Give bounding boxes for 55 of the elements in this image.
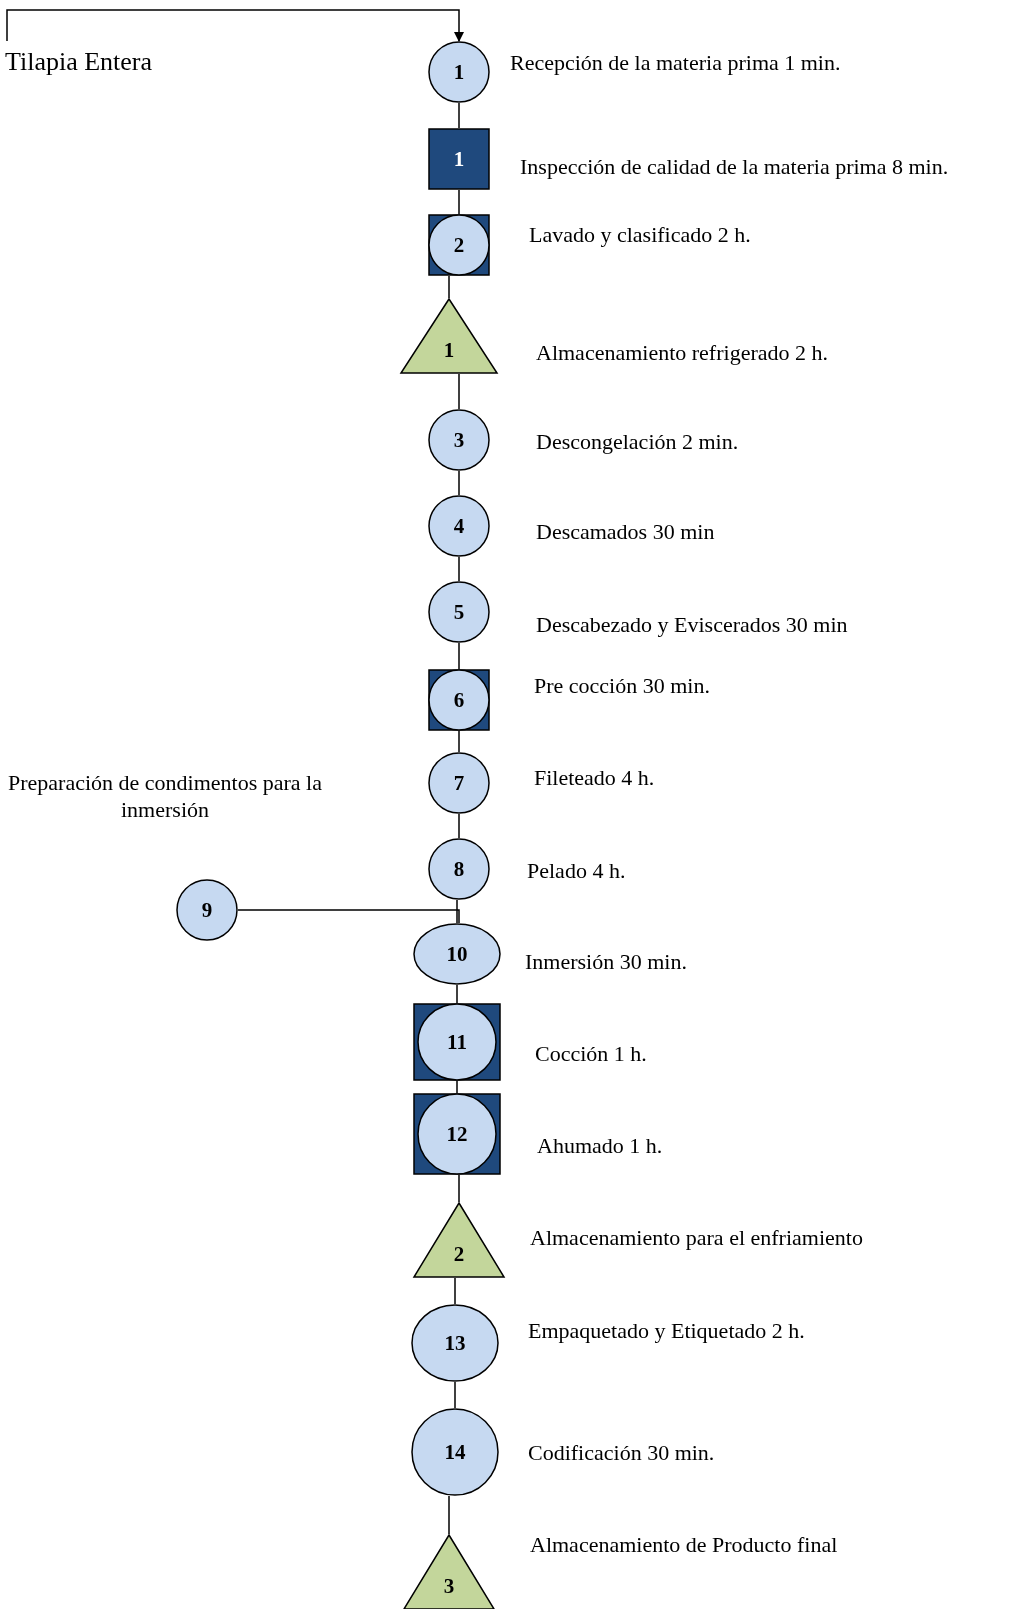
step-number: 2 xyxy=(453,1243,465,1265)
connector-line xyxy=(448,1495,450,1535)
connector-line xyxy=(456,899,458,924)
step-description: Pelado 4 h. xyxy=(527,856,626,884)
step-description: Almacenamiento refrigerado 2 h. xyxy=(536,338,828,366)
step-number: 1 xyxy=(453,148,465,170)
step-description: Lavado y clasificado 2 h. xyxy=(529,220,751,248)
step-number: 14 xyxy=(444,1441,466,1463)
step-number: 12 xyxy=(446,1123,468,1145)
step-number: 1 xyxy=(453,61,465,83)
step-description: Fileteado 4 h. xyxy=(534,763,655,791)
step-description: Inmersión 30 min. xyxy=(525,947,687,975)
step-description: Almacenamiento para el enfriamiento xyxy=(530,1223,863,1251)
connector-line xyxy=(458,1174,460,1203)
step-description: Descabezado y Eviscerados 30 min xyxy=(536,610,848,638)
step-number: 5 xyxy=(453,601,465,623)
step-description: Preparación de condimentos para la inmersión xyxy=(7,769,323,823)
connector-line xyxy=(456,984,458,1004)
connector-line xyxy=(458,730,460,753)
step-number: 4 xyxy=(453,515,465,537)
step-number: 7 xyxy=(453,772,465,794)
step-number: 9 xyxy=(201,899,213,921)
step-description: Almacenamiento de Producto final xyxy=(530,1530,838,1558)
connector-line xyxy=(458,642,460,670)
step-description: Ahumado 1 h. xyxy=(537,1131,663,1159)
step-number: 2 xyxy=(453,234,465,256)
step-number: 11 xyxy=(447,1031,467,1053)
step-description: Codificación 30 min. xyxy=(528,1438,715,1466)
connector-line xyxy=(454,1277,456,1305)
connector-line xyxy=(458,470,460,496)
connector-line xyxy=(456,1080,458,1094)
step-description: Inspección de calidad de la materia prima 8 min. xyxy=(520,152,949,180)
connector-line xyxy=(458,189,460,215)
arrow xyxy=(6,9,464,42)
connector-line xyxy=(458,373,460,410)
step-description: Cocción 1 h. xyxy=(535,1039,647,1067)
step-number: 3 xyxy=(453,429,465,451)
step-number: 6 xyxy=(453,689,465,711)
connector-line xyxy=(237,909,460,924)
step-description: Descongelación 2 min. xyxy=(536,427,739,455)
step-number: 1 xyxy=(443,339,455,361)
step-number: 10 xyxy=(446,943,468,965)
step-description: Recepción de la materia prima 1 min. xyxy=(510,48,841,76)
step-description: Descamados 30 min xyxy=(536,517,715,545)
connector-line xyxy=(448,275,450,299)
step-description: Empaquetado y Etiquetado 2 h. xyxy=(528,1316,805,1344)
connector-line xyxy=(458,813,460,839)
step-description: Pre cocción 30 min. xyxy=(534,671,710,699)
connector-line xyxy=(454,1381,456,1409)
input-label: Tilapia Entera xyxy=(5,45,195,79)
connector-line xyxy=(458,102,460,129)
step-number: 3 xyxy=(443,1575,455,1597)
step-number: 8 xyxy=(453,858,465,880)
connector-line xyxy=(458,556,460,582)
step-number: 13 xyxy=(444,1332,466,1354)
